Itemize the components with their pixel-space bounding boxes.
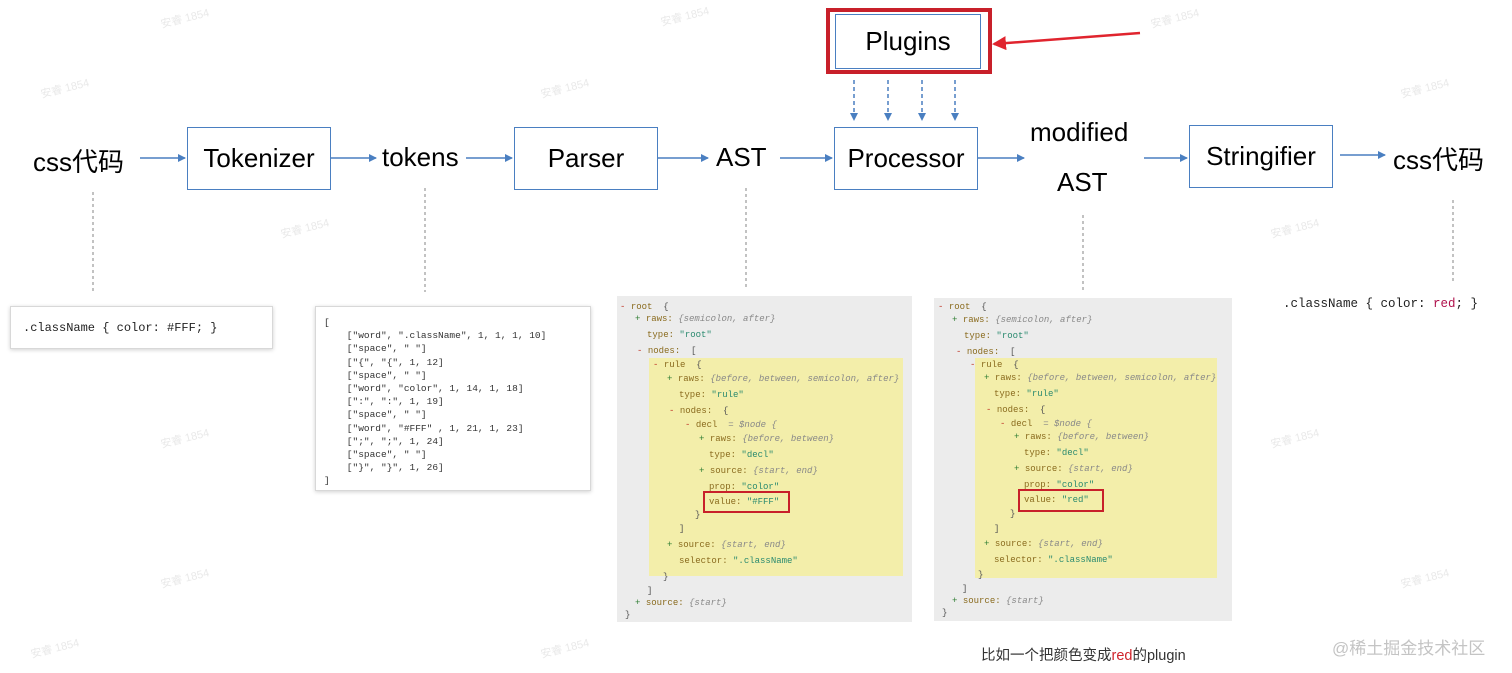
ast-root-source-line: + source: {start}: [635, 598, 727, 608]
output-code: .className { color: red; }: [1283, 297, 1479, 311]
input-code-card: .className { color: #FFF; }: [10, 306, 273, 349]
ast-rule-nodes-close: ]: [679, 524, 685, 534]
ast-decl-type-line: type: "decl": [709, 450, 774, 460]
ast-label: AST: [716, 142, 767, 172]
mast-value-line: value: "red": [1024, 495, 1089, 505]
caption: 比如一个把颜色变成red的plugin: [981, 648, 1186, 664]
mast-rule-close: }: [978, 570, 984, 580]
modified-label-line1: modified: [1030, 117, 1129, 147]
mast-decl-line: - decl = $node {: [1000, 419, 1092, 429]
output-red-value: red: [1433, 297, 1456, 311]
mast-nodes-line: - nodes: [: [956, 347, 1016, 357]
mast-decl-type-line: type: "decl": [1024, 448, 1089, 458]
ast-rule-nodes-line: - nodes: {: [669, 406, 729, 416]
token-line: ["space", " "]: [324, 449, 427, 461]
output-label: css代码: [1393, 145, 1485, 175]
token-line: ["space", " "]: [324, 409, 427, 421]
ast-nodes-close: ]: [647, 586, 653, 596]
ast-rule-source-line: + source: {start, end}: [667, 540, 786, 550]
ast-rule-type-line: type: "rule": [679, 390, 744, 400]
tokens-card: [ ["word", ".className", 1, 1, 1, 10] ["…: [315, 306, 591, 491]
mast-rule-raws-line: + raws: {before, between, semicolon, aft…: [984, 373, 1217, 383]
ast-rule-raws-line: + raws: {before, between, semicolon, aft…: [667, 374, 900, 384]
token-line: [";", ";", 1, 24]: [324, 435, 444, 447]
tokens-label: tokens: [382, 142, 459, 172]
token-line: ["{", "{", 1, 12]: [324, 356, 444, 368]
ast-raws-line: + raws: {semicolon, after}: [635, 314, 776, 324]
token-line: ]: [324, 475, 330, 487]
ast-selector-line: selector: ".className": [679, 556, 798, 566]
token-line: ["space", " "]: [324, 369, 427, 381]
mast-root-line: - root {: [938, 302, 987, 312]
mast-decl-source-line: + source: {start, end}: [1014, 464, 1133, 474]
mast-decl-raws-line: + raws: {before, between}: [1014, 432, 1150, 442]
token-line: ["word", ".className", 1, 1, 1, 10]: [324, 330, 547, 342]
ast-rule-line: - rule {: [653, 360, 702, 370]
caption-red: red: [1111, 648, 1133, 664]
ast-value-line: value: "#FFF": [709, 497, 780, 507]
ast-root-close: }: [625, 610, 631, 620]
ast-type-line: type: "root": [647, 330, 712, 340]
ast-root-line: - root {: [620, 302, 669, 312]
token-line: [":", ":", 1, 19]: [324, 396, 444, 408]
credit-watermark: @稀土掘金技术社区: [1332, 639, 1486, 658]
tokenizer-box: Tokenizer: [187, 127, 331, 190]
token-line: [: [324, 317, 330, 328]
mast-rule-nodes-line: - nodes: {: [986, 405, 1046, 415]
ast-prop-line: prop: "color": [709, 482, 780, 492]
token-line: ["word", "#FFF" , 1, 21, 1, 23]: [324, 422, 524, 434]
mast-selector-line: selector: ".className": [994, 555, 1113, 565]
token-line: ["space", " "]: [324, 343, 427, 355]
input-label: css代码: [33, 147, 125, 177]
ast-decl-line: - decl = $node {: [685, 420, 777, 430]
highlight-arrow: [992, 31, 1141, 51]
mast-root-source-line: + source: {start}: [952, 596, 1044, 606]
rule-highlight: [649, 358, 903, 576]
token-line: ["word", "color", 1, 14, 1, 18]: [324, 383, 524, 395]
processor-box: Processor: [834, 127, 978, 190]
ast-decl-raws-line: + raws: {before, between}: [699, 434, 835, 444]
mast-prop-line: prop: "color": [1024, 480, 1095, 490]
input-code: .className { color: #FFF; }: [23, 321, 218, 335]
modified-rule-highlight: [975, 358, 1217, 578]
mast-root-close: }: [942, 608, 948, 618]
mast-rule-line: - rule {: [970, 360, 1019, 370]
mast-rule-nodes-close: ]: [994, 524, 1000, 534]
stringifier-box: Stringifier: [1189, 125, 1333, 188]
modified-ast-panel: - root { + raws: {semicolon, after} type…: [934, 298, 1232, 621]
ast-decl-source-line: + source: {start, end}: [699, 466, 818, 476]
mast-nodes-close: ]: [962, 584, 968, 594]
modified-value-highlight-box: [1018, 489, 1104, 512]
ast-panel: - root { + raws: {semicolon, after} type…: [617, 296, 912, 622]
parser-box: Parser: [514, 127, 658, 190]
modified-label-line2: AST: [1057, 167, 1108, 197]
tokens-list: [ ["word", ".className", 1, 1, 1, 10] ["…: [324, 316, 546, 488]
ast-rule-close: }: [663, 572, 669, 582]
ast-decl-close: }: [695, 510, 701, 520]
value-highlight-box: [703, 491, 790, 513]
mast-decl-close: }: [1010, 509, 1016, 519]
mast-rule-source-line: + source: {start, end}: [984, 539, 1103, 549]
mast-raws-line: + raws: {semicolon, after}: [952, 315, 1093, 325]
token-line: ["}", "}", 1, 26]: [324, 462, 444, 474]
plugins-highlight-frame: [826, 8, 992, 74]
plugins-box: Plugins: [835, 14, 981, 69]
mast-type-line: type: "root": [964, 331, 1029, 341]
ast-nodes-line: - nodes: [: [637, 346, 697, 356]
mast-rule-type-line: type: "rule": [994, 389, 1059, 399]
